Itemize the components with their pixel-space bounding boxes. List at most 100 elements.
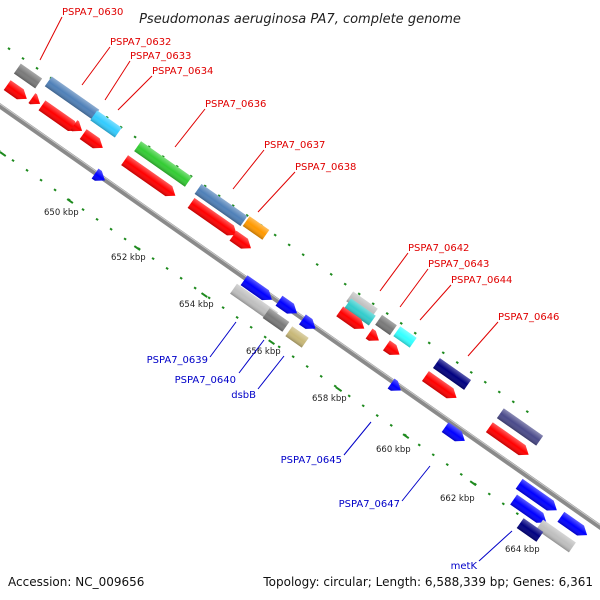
gene-feature[interactable] xyxy=(134,141,192,187)
gene-feature[interactable] xyxy=(90,110,122,138)
tick-mark xyxy=(221,306,225,310)
gene-feature[interactable] xyxy=(275,295,301,318)
tick-mark xyxy=(53,188,57,192)
gene-feature-shade xyxy=(28,93,41,105)
gene-feature[interactable] xyxy=(13,63,43,89)
tick-mark xyxy=(161,155,165,159)
plus-strand-labels: PSPA7_0630 PSPA7_0632 PSPA7_0633 PSPA7_0… xyxy=(62,7,559,323)
gene-feature[interactable] xyxy=(510,494,550,528)
tick-mark xyxy=(11,158,15,163)
tick-mark xyxy=(133,135,137,139)
gene-feature[interactable] xyxy=(515,478,561,515)
tick-mark xyxy=(459,472,463,476)
gene-feature[interactable] xyxy=(432,358,472,390)
gene-feature[interactable] xyxy=(485,422,532,459)
gene-feature-shade xyxy=(557,511,588,536)
tick-mark xyxy=(361,404,365,408)
gene-label[interactable]: PSPA7_0638 xyxy=(295,162,356,173)
tick-mark xyxy=(175,164,179,168)
gene-label[interactable]: PSPA7_0636 xyxy=(205,99,266,110)
gene-feature[interactable] xyxy=(285,326,309,348)
gene-feature[interactable] xyxy=(383,340,403,359)
gene-feature[interactable] xyxy=(393,326,417,348)
gene-feature[interactable] xyxy=(121,155,179,200)
gene-feature[interactable] xyxy=(3,80,31,104)
gene-feature[interactable] xyxy=(240,275,276,304)
tick-mark xyxy=(511,400,515,404)
gene-label[interactable]: PSPA7_0634 xyxy=(152,66,213,77)
gene-feature[interactable] xyxy=(344,298,376,326)
tick-mark xyxy=(487,492,491,496)
gene-label[interactable]: PSPA7_0637 xyxy=(264,140,325,151)
gene-feature[interactable] xyxy=(230,283,278,323)
gene-label[interactable]: PSPA7_0633 xyxy=(130,51,191,62)
gene-feature[interactable] xyxy=(557,511,590,540)
tick-mark xyxy=(375,414,379,418)
tick-mark xyxy=(151,257,155,261)
gene-feature[interactable] xyxy=(187,198,241,240)
gene-label[interactable]: PSPA7_0632 xyxy=(110,37,171,48)
gene-label[interactable]: PSPA7_0645 xyxy=(281,455,342,466)
label-leaders xyxy=(39,16,513,562)
tick-mark xyxy=(189,174,193,178)
tick-mark xyxy=(133,245,141,251)
gene-label[interactable]: PSPA7_0630 xyxy=(62,7,123,18)
gene-feature[interactable] xyxy=(421,371,460,403)
gene-feature-shade xyxy=(441,422,465,442)
gene-feature-shade xyxy=(536,519,576,553)
gene-feature[interactable] xyxy=(375,314,397,336)
gene-feature[interactable] xyxy=(91,168,109,186)
gene-label[interactable]: PSPA7_0644 xyxy=(451,275,512,286)
gene-feature[interactable] xyxy=(79,129,107,153)
gene-feature-shade xyxy=(515,478,557,511)
tick-mark xyxy=(301,253,305,257)
gene-feature[interactable] xyxy=(194,184,248,226)
gene-label[interactable]: PSPA7_0642 xyxy=(408,243,469,254)
gene-feature[interactable] xyxy=(441,422,469,446)
gene-feature[interactable] xyxy=(44,76,100,120)
gene-feature[interactable] xyxy=(365,328,383,346)
gene-feature[interactable] xyxy=(28,93,43,109)
gene-feature[interactable] xyxy=(242,216,270,240)
gene-feature[interactable] xyxy=(516,518,544,542)
gene-feature-shade xyxy=(242,216,270,240)
scale-label: 658 kbp xyxy=(312,394,347,404)
gene-feature-shade xyxy=(365,328,379,341)
scale-label: 660 kbp xyxy=(376,445,411,455)
tick-mark xyxy=(263,335,267,339)
tick-mark xyxy=(455,361,459,365)
tick-mark xyxy=(343,282,347,286)
gene-feature[interactable] xyxy=(229,230,255,253)
tick-mark xyxy=(193,286,197,290)
gene-feature[interactable] xyxy=(38,100,82,135)
tick-mark xyxy=(333,384,337,388)
gene-feature[interactable] xyxy=(262,308,290,332)
gene-label[interactable]: PSPA7_0646 xyxy=(498,312,559,323)
gene-feature-shade xyxy=(299,314,316,329)
gene-feature[interactable] xyxy=(496,408,544,446)
tick-mark xyxy=(385,312,389,316)
gene-feature[interactable] xyxy=(70,120,85,136)
gene-feature-shade xyxy=(510,494,547,523)
gene-label[interactable]: PSPA7_0639 xyxy=(147,355,208,366)
tick-mark xyxy=(357,292,361,296)
scale-label: 652 kbp xyxy=(111,253,146,263)
gene-feature[interactable] xyxy=(336,306,367,333)
gene-feature[interactable] xyxy=(387,378,405,396)
gene-label[interactable]: metK xyxy=(451,561,478,572)
gene-label[interactable]: dsbB xyxy=(231,390,256,401)
gene-label[interactable]: PSPA7_0643 xyxy=(428,259,489,270)
tick-mark xyxy=(179,276,183,280)
gene-label[interactable]: PSPA7_0640 xyxy=(175,375,236,386)
gene-feature[interactable] xyxy=(299,314,319,333)
tick-mark xyxy=(200,292,208,298)
tick-mark xyxy=(445,463,449,467)
gene-label[interactable]: PSPA7_0647 xyxy=(339,499,400,510)
gene-feature-shade xyxy=(194,184,248,226)
gene-feature-shade xyxy=(229,230,252,249)
tick-mark xyxy=(119,125,123,129)
tick-mark xyxy=(427,341,431,345)
tick-mark xyxy=(315,262,319,267)
gene-feature[interactable] xyxy=(536,519,576,553)
tick-mark xyxy=(483,380,487,384)
